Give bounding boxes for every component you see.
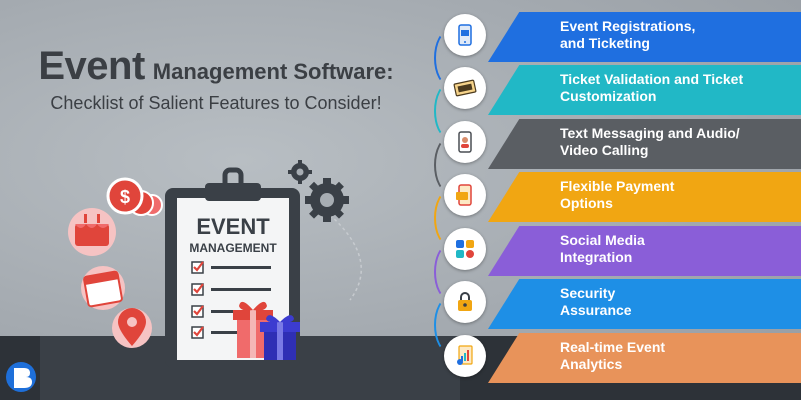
- feature-banner: [488, 279, 801, 329]
- feature-banner: [488, 12, 801, 62]
- clipboard-line1: EVENT: [196, 214, 270, 239]
- feature-text-messaging: Text Messaging and Audio/Video Calling: [430, 115, 801, 193]
- guide-line: [329, 214, 362, 301]
- connector-arc: [434, 190, 464, 246]
- coins-icon: $: [106, 177, 163, 216]
- heading-block: Event Management Software: Checklist of …: [26, 44, 406, 114]
- video-call-icon: [458, 131, 472, 153]
- calendar-icon: [81, 266, 125, 310]
- checklist: [191, 261, 271, 339]
- icon-badge: [444, 174, 486, 216]
- svg-text:$: $: [120, 187, 130, 207]
- icon-badge: [444, 121, 486, 163]
- feature-label: Event Registrations,and Ticketing: [560, 18, 696, 51]
- feature-banner: [488, 119, 801, 169]
- feature-banner: [488, 333, 801, 383]
- icon-badge: [444, 67, 486, 109]
- cake-icon: [68, 208, 116, 256]
- icon-badge: [444, 335, 486, 377]
- gift-box-icon: [260, 315, 300, 360]
- connector-arc: [434, 244, 464, 300]
- icon-badge: [444, 228, 486, 270]
- title-rest: Management Software:: [152, 59, 394, 84]
- feature-banner: [488, 226, 801, 276]
- features-list: Event Registrations,and Ticketing Ticket…: [430, 0, 801, 400]
- feature-label: Text Messaging and Audio/Video Calling: [560, 125, 740, 158]
- clipboard-line2: MANAGEMENT: [189, 241, 277, 255]
- payment-card-icon: [456, 184, 472, 206]
- social-media-icon: [456, 240, 474, 258]
- connector-arc: [434, 30, 464, 86]
- connector-arc: [434, 83, 464, 139]
- lock-icon: [458, 292, 472, 311]
- clipboard: EVENT MANAGEMENT: [165, 167, 300, 368]
- company-logo: [6, 362, 36, 392]
- subtitle: Checklist of Salient Features to Conside…: [50, 93, 382, 113]
- location-pin-icon: [112, 308, 152, 348]
- title: Event Management Software:: [26, 44, 406, 89]
- icon-badge: [444, 14, 486, 56]
- ticket-icon: [453, 79, 477, 97]
- connector-arc: [434, 297, 464, 353]
- title-event: Event: [38, 44, 145, 88]
- icon-badge: [444, 281, 486, 323]
- analytics-icon: [457, 345, 473, 365]
- feature-event-registrations: Event Registrations,and Ticketing: [430, 8, 801, 86]
- gear-icon: [305, 178, 349, 222]
- feature-banner: [488, 172, 801, 222]
- mobile-ticket-icon: [458, 24, 472, 46]
- feature-banner: [488, 65, 801, 115]
- connector-arc: [434, 137, 464, 193]
- gear-small-icon: [288, 160, 312, 184]
